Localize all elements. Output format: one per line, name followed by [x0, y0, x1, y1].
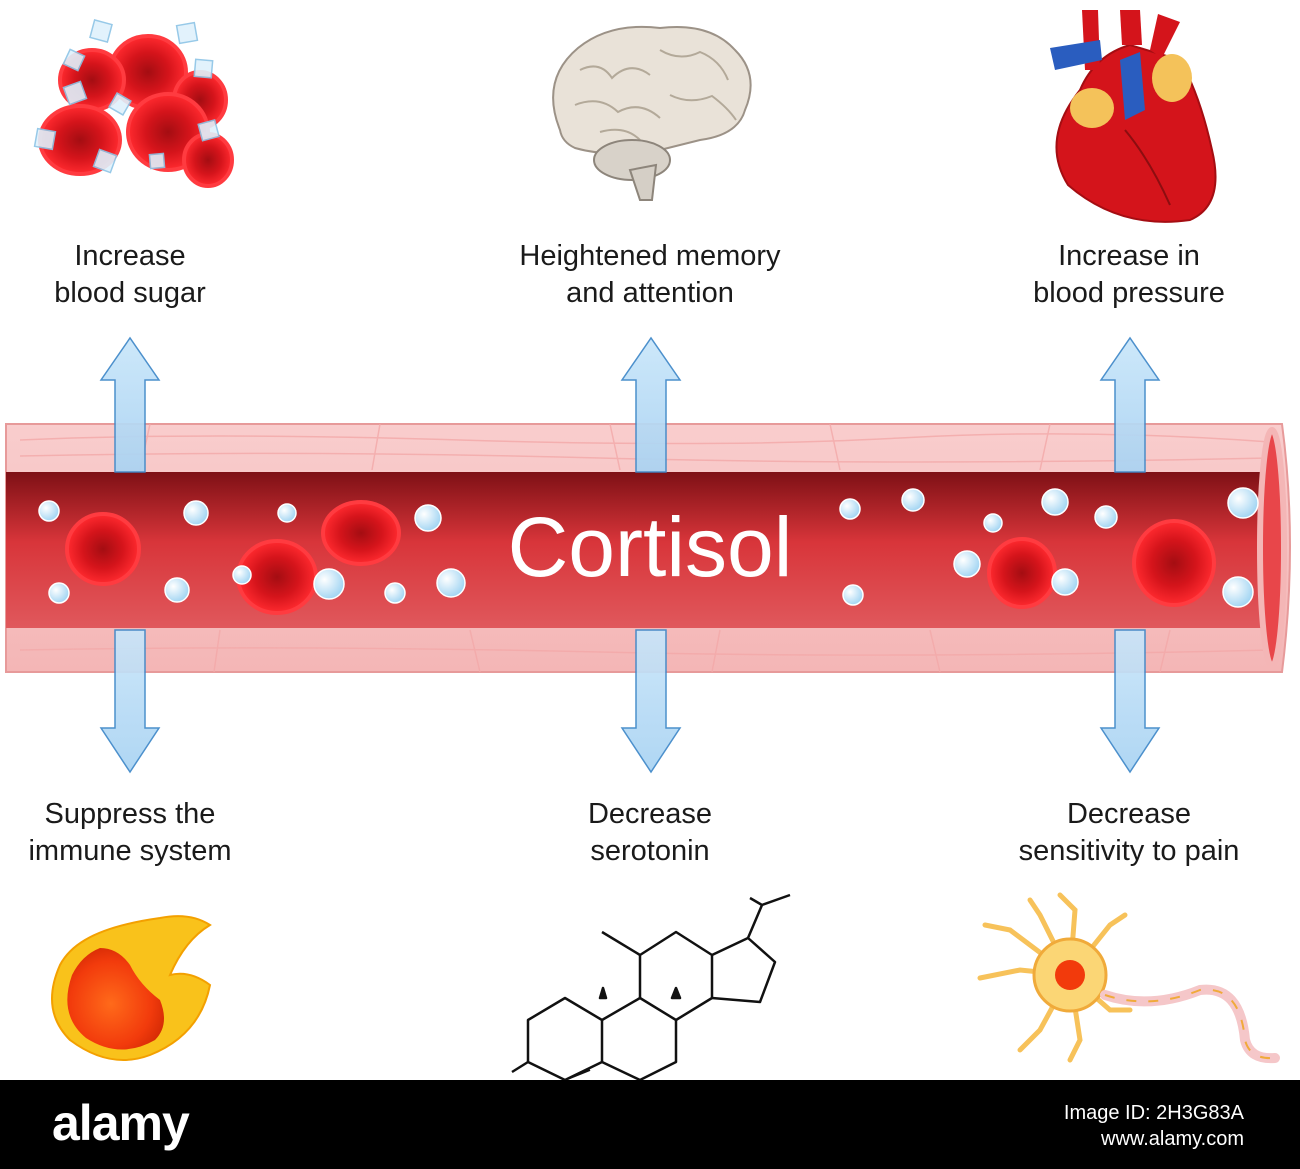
effect-line: Increase: [74, 240, 186, 272]
arrow-up-icon: [1099, 336, 1161, 473]
arrow-down-icon: [99, 629, 161, 774]
effect-label-immune-system: Suppress the immune system: [0, 796, 290, 870]
effect-label-blood-sugar: Increase blood sugar: [0, 238, 290, 312]
image-id: Image ID: 2H3G83A: [1063, 1102, 1244, 1124]
arrow-down-icon: [620, 629, 682, 774]
red-blood-cells: [65, 500, 1216, 615]
red-blood-cell: [65, 512, 141, 586]
heart-icon: [1050, 10, 1217, 223]
immune-cell-icon: [51, 915, 212, 1061]
effect-line: Suppress the: [44, 798, 216, 830]
effect-line: Heightened memory: [519, 240, 781, 272]
cortisol-title: Cortisol: [507, 500, 793, 594]
brand-logo: alamy: [52, 1095, 190, 1151]
red-blood-cell: [1132, 519, 1216, 607]
steroid-molecule-icon: [511, 893, 791, 1080]
arrow-down-icon: [1099, 629, 1161, 774]
effect-label-serotonin: Decrease serotonin: [490, 796, 810, 870]
blood-sugar-icon: [33, 19, 234, 188]
site-url: www.alamy.com: [1101, 1128, 1244, 1150]
arrow-up-icon: [99, 336, 161, 473]
neuron-icon: [977, 892, 1280, 1064]
effect-line: immune system: [28, 835, 232, 867]
watermark-footer: alamy Image ID: 2H3G83A www.alamy.com: [0, 1080, 1300, 1169]
effect-line: Decrease: [1066, 798, 1192, 830]
image-info: Image ID: 2H3G83A www.alamy.com: [1064, 1100, 1244, 1152]
effect-line: blood sugar: [54, 277, 206, 309]
arrow-up-icon: [620, 336, 682, 473]
cortisol-diagram: [5, 10, 1291, 1080]
effect-line: blood pressure: [1033, 277, 1225, 309]
arrows-down: [99, 629, 1161, 774]
cortisol-molecules: [38, 487, 1259, 608]
effect-label-blood-pressure: Increase in blood pressure: [969, 238, 1289, 312]
effect-label-memory-attention: Heightened memory and attention: [490, 238, 810, 312]
effect-label-pain-sensitivity: Decrease sensitivity to pain: [969, 796, 1289, 870]
effect-line: serotonin: [590, 835, 710, 867]
brain-icon: [552, 25, 752, 201]
effect-line: and attention: [566, 277, 734, 309]
effect-line: sensitivity to pain: [1018, 835, 1240, 867]
effect-line: Decrease: [587, 798, 713, 830]
arrows-up: [99, 336, 1161, 473]
red-blood-cell: [321, 500, 401, 566]
red-blood-cell: [987, 537, 1057, 609]
vessel-opening: [1257, 427, 1287, 669]
effect-line: Increase in: [1058, 240, 1200, 272]
